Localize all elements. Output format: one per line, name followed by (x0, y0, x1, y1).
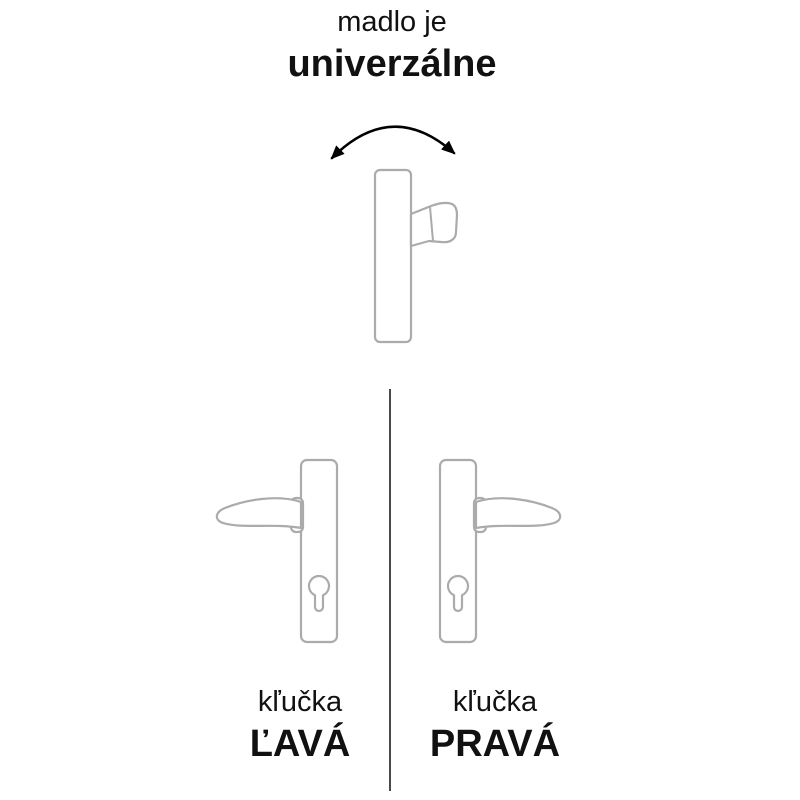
euro-cylinder-keyhole (307, 575, 331, 613)
rotation-arrow-arc (330, 125, 456, 160)
universal-handle-icon (373, 168, 459, 344)
divider-line (389, 389, 391, 791)
rotation-arrow-icon (330, 125, 456, 160)
left-handle-icon (215, 458, 339, 644)
handle-mirrored-shape (438, 458, 562, 644)
universal-handle-knob (409, 201, 459, 248)
title-line1: madlo je (337, 6, 447, 38)
right-handle-type: kľučka (452, 686, 538, 718)
universal-handle-knob-facet (429, 206, 434, 242)
right-handle-label: kľučka PRAVÁ (395, 684, 595, 768)
right-handle-icon (438, 458, 562, 644)
left-handle-type: kľučka (257, 686, 343, 718)
title-line2: univerzálne (287, 43, 497, 85)
handle-backplate (299, 458, 339, 644)
right-handle-side: PRAVÁ (429, 723, 561, 765)
left-handle-label: kľučka ĽAVÁ (200, 684, 400, 768)
left-handle-side: ĽAVÁ (249, 723, 351, 765)
universal-handle-plate (373, 168, 413, 344)
diagram-title: madlo je univerzálne (0, 4, 784, 88)
handle-lever (215, 497, 303, 530)
